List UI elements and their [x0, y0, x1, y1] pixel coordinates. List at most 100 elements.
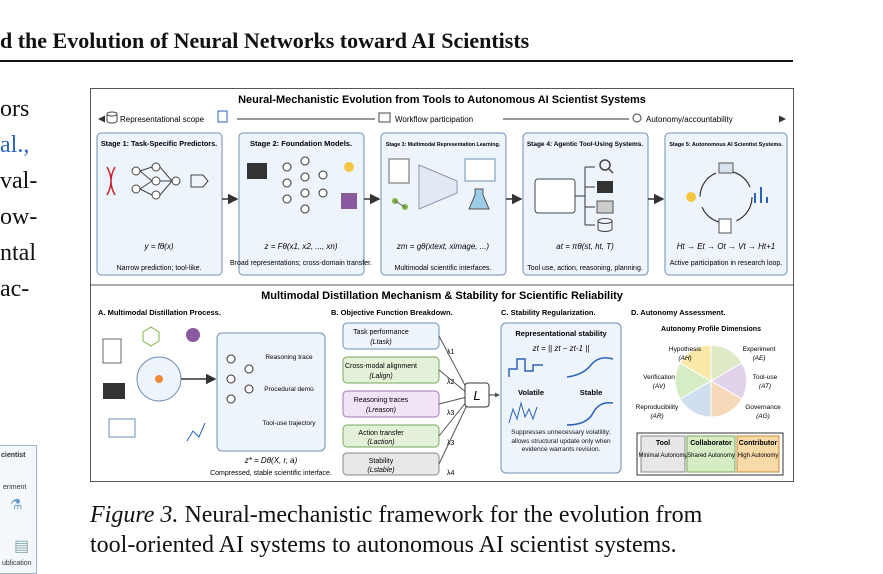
lab-icon — [718, 162, 734, 174]
verify-doc-icon — [718, 218, 732, 234]
dimension-symbol: (AG) — [756, 413, 770, 420]
dimension-symbol: (AV) — [653, 383, 666, 390]
svg-text:Reasoning traces: Reasoning traces — [354, 397, 409, 404]
left-text-line: ow- — [0, 204, 38, 230]
tool-branch-lines — [575, 166, 595, 226]
agent-workflow-icon — [534, 178, 576, 214]
level-tool: Tool Minimal Autonomy — [638, 435, 688, 473]
fragment-item: ublication — [2, 560, 32, 567]
stage-card-4: Stage 4: Agentic Tool-Using Systems. at … — [522, 132, 649, 276]
fragment-title: cientist — [1, 452, 26, 459]
autonomy-profile-subtitle: Autonomy Profile Dimensions — [661, 326, 761, 333]
stage-formula: z = Fθ(x1, x2, ..., xn) — [263, 242, 337, 251]
running-header-title: d the Evolution of Neural Networks towar… — [0, 28, 530, 53]
volatile-mini-plot — [508, 358, 543, 377]
lambda-weight: λ3 — [447, 410, 455, 417]
dimension-symbol: (AE) — [753, 355, 766, 362]
lambda-weight: λ4 — [447, 470, 455, 477]
tag-icon — [190, 174, 209, 188]
stable-label: Stable — [580, 388, 603, 397]
instrument-icon — [596, 200, 614, 214]
research-loop-icon — [699, 170, 753, 224]
svg-text:Minimal Autonomy: Minimal Autonomy — [638, 453, 687, 459]
dna-icon — [106, 166, 116, 196]
dimension-label: Verification — [643, 374, 675, 381]
stage-description: Multimodal scientific interfaces. — [395, 265, 492, 272]
axis-label-scope: Representational scope — [120, 115, 205, 124]
svg-text:(Lreason): (Lreason) — [366, 407, 396, 414]
stability-description: Suppresses unnecessary volatility; allow… — [511, 429, 611, 453]
figure-label: Figure 3. — [90, 502, 179, 528]
stable-mini-plot — [566, 357, 614, 378]
figure-title: Neural-Mechanistic Evolution from Tools … — [238, 94, 646, 106]
code-icon — [247, 163, 267, 179]
stage-formula: at = πθ(st, ht, T) — [556, 242, 614, 251]
autonomy-wheel — [674, 344, 748, 418]
stage-description: Broad representations; cross-domain tran… — [230, 260, 372, 267]
figure-panel: Neural-Mechanistic Evolution from Tools … — [90, 88, 794, 482]
terminal-icon — [597, 181, 613, 193]
document-icon: ▤ — [14, 538, 30, 555]
flowchart-icon — [108, 418, 136, 438]
paper-icon — [102, 338, 122, 364]
objective-sum-lines — [438, 335, 468, 465]
plot-icon — [186, 422, 206, 442]
stage-card-2: Stage 2: Foundation Models. z = Fθ(x1, x… — [230, 132, 372, 276]
distill-net-icon — [226, 354, 254, 404]
stage-description: Active participation in research loop. — [670, 260, 783, 267]
panel-a-title: A. Multimodal Distillation Process. — [98, 308, 221, 317]
database-icon — [597, 218, 613, 232]
panel-a-inputs — [102, 326, 206, 442]
stage-formula: Ht → Et → Ot → Vt → Ht+1 — [677, 242, 775, 251]
stability-box — [500, 322, 622, 474]
lightbulb-icon — [344, 162, 354, 172]
stability-formula: zt = || zt − zt-1 || — [532, 344, 590, 353]
figure-caption-line-2: tool-oriented AI systems to autonomous A… — [90, 532, 677, 558]
molecule-icon — [142, 326, 160, 347]
objective-term-action: Action transfer (Laction) λ3 — [342, 424, 455, 448]
level-contributor: Contributor High Autonomy — [736, 435, 780, 473]
total-loss-symbol: L — [473, 388, 480, 403]
panel-d-title: D. Autonomy Assessment. — [631, 308, 725, 317]
objective-term-stability: Stability (Lstable) λ4 — [342, 452, 455, 477]
fragment-item: eriment — [3, 484, 27, 491]
microscope-icon: ⚗ — [10, 496, 23, 512]
svg-text:Contributor: Contributor — [739, 440, 778, 447]
left-text-line: ors — [0, 96, 30, 122]
lambda-weight: λ1 — [447, 349, 455, 356]
magnifier-icon — [599, 159, 614, 174]
stage-title: Stage 1: Task-Specific Predictors. — [101, 139, 217, 148]
left-text-line-link[interactable]: al., — [0, 132, 30, 158]
lambda-weight: λ2 — [447, 379, 455, 386]
protein-icon — [186, 328, 200, 342]
svg-text:Task performance: Task performance — [353, 329, 409, 336]
svg-text:(Laction): (Laction) — [367, 439, 394, 446]
dimension-label: Reproducibility — [636, 404, 679, 411]
svg-text:High Autonomy: High Autonomy — [738, 453, 779, 459]
database-icon — [106, 111, 118, 124]
axis-label-autonomy: Autonomy/accountability — [646, 115, 733, 124]
workflow-icon — [378, 112, 391, 123]
stage-description: Narrow prediction; tool-like. — [117, 265, 202, 272]
stage-title: Stage 2: Foundation Models. — [250, 139, 352, 148]
adjacent-figure-fragment: cientist eriment ⚗ ▤ ublication — [0, 445, 37, 574]
stage-description: Tool use, action, reasoning, planning. — [527, 265, 643, 272]
image-icon — [341, 193, 357, 209]
encoder-icon — [418, 164, 458, 210]
svg-text:(Lalign): (Lalign) — [369, 373, 392, 380]
distill-output-label: Reasoning trace — [265, 354, 313, 361]
svg-text:(Lstable): (Lstable) — [367, 467, 394, 474]
foundation-net-icon — [282, 156, 328, 214]
svg-text:(Ltask): (Ltask) — [370, 339, 391, 346]
stability-box-title: Representational stability — [515, 329, 607, 338]
flowchart-icon — [464, 158, 496, 182]
objective-term-align: Cross-modal alignment (Lalign) λ2 — [342, 356, 455, 386]
lightbulb-icon — [686, 192, 696, 202]
dimension-symbol: (AT) — [759, 383, 771, 390]
dimension-symbol: (AR) — [650, 413, 663, 420]
distill-formula: z* = Dθ(X, r, a) — [244, 456, 298, 465]
panel-c-title: C. Stability Regularization. — [501, 308, 596, 317]
svg-text:Tool: Tool — [656, 440, 670, 447]
document-icon — [217, 110, 228, 123]
svg-text:Cross-modal alignment: Cross-modal alignment — [345, 363, 417, 370]
